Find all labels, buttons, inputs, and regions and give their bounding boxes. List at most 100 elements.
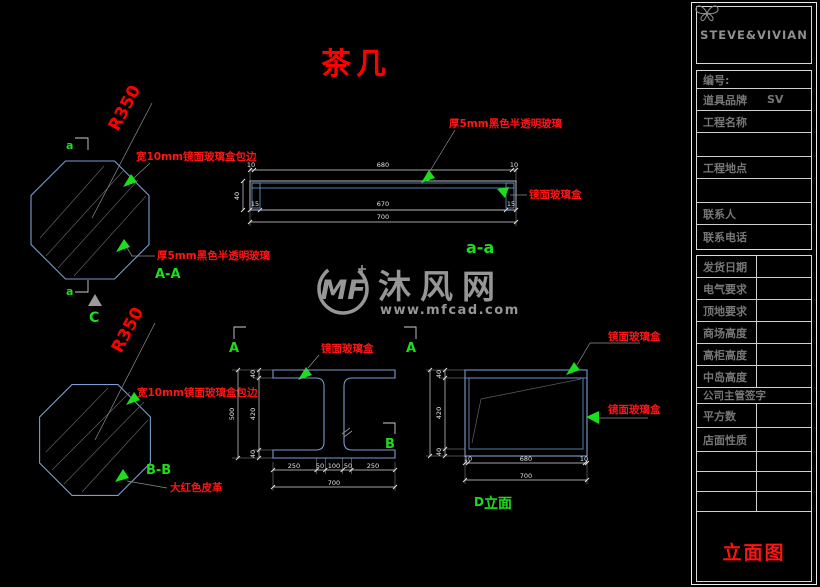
spec-label: 平方数 xyxy=(697,404,757,427)
leader-arrow-icon xyxy=(421,170,435,183)
dimension-label: 40 xyxy=(435,448,443,456)
dimension-label: 700 xyxy=(328,479,340,487)
spec-label xyxy=(697,452,757,471)
spec-table-box: 发货日期 电气要求 顶地要求 商场高度 高柜高度 中岛高度 公司主管签字 平方数… xyxy=(696,255,812,582)
section-name-label: A-A xyxy=(155,267,181,282)
leader-arrow-icon xyxy=(497,187,509,198)
field-label: 联系人 xyxy=(703,207,736,221)
mirror-box-annotation: 镜面玻璃盒 xyxy=(608,403,661,416)
watermark: MF 沐风网 www.mfcad.com xyxy=(317,263,520,318)
radius-label: R350 xyxy=(105,82,146,134)
elevation-inner-outline xyxy=(468,377,584,450)
leader-arrow-icon xyxy=(123,174,137,187)
spec-value xyxy=(757,472,811,491)
elevation-title: 立面 xyxy=(484,495,512,512)
field-row: 道具品牌 SV xyxy=(697,89,811,111)
view-marker-c: C xyxy=(89,310,99,326)
spec-value xyxy=(757,366,811,387)
spec-value xyxy=(757,428,811,451)
spec-value xyxy=(757,452,811,471)
spec-label: 中岛高度 xyxy=(697,366,757,387)
dimension-label: 50 xyxy=(344,462,352,470)
section-mark-b: B xyxy=(385,437,395,452)
drawing-type-area: 立面图 xyxy=(697,512,811,581)
spec-row xyxy=(697,492,811,512)
spec-label xyxy=(697,492,757,511)
butterfly-logo-icon xyxy=(695,5,719,22)
field-row: 编号: xyxy=(697,71,811,89)
section-mark-a-top: a xyxy=(66,139,73,152)
elevation-title-letter: D xyxy=(474,495,484,509)
octagon-bottom-hatch xyxy=(45,387,149,493)
drawing-title: 茶几 xyxy=(321,47,391,82)
radius-leader xyxy=(91,102,153,219)
title-block: STEVE&VIVIAN 编号: 道具品牌 SV 工程名称 工程地点 联系人 联… xyxy=(691,2,817,585)
glass-top-strip xyxy=(251,182,515,189)
section-title: a-a xyxy=(466,238,494,257)
dimension-label: 250 xyxy=(288,462,300,470)
brand-logo-box: STEVE&VIVIAN xyxy=(695,5,812,64)
spec-label: 商场高度 xyxy=(697,322,757,343)
field-row: 联系电话 xyxy=(697,225,811,249)
spec-row: 高柜高度 xyxy=(697,344,811,366)
spec-label: 电气要求 xyxy=(697,278,757,299)
view-elevation-d: 40 420 40 10 680 10 700 D 立面 镜面玻璃盒 镜面玻璃盒 xyxy=(426,330,661,512)
spec-label: 顶地要求 xyxy=(697,300,757,321)
field-row xyxy=(697,133,811,157)
octagon-top-outline xyxy=(30,160,150,280)
section-mark-a-left: A xyxy=(229,341,239,356)
spec-row: 发货日期 xyxy=(697,256,811,278)
leader-arrow-icon xyxy=(566,362,580,375)
spec-value xyxy=(757,300,811,321)
leader-arrow-icon xyxy=(115,469,129,482)
field-label: 工程地点 xyxy=(703,161,747,175)
glass-annotation: 厚5mm黑色半透明玻璃 xyxy=(157,249,271,262)
mirror-box-annotation: 镜面玻璃盒 xyxy=(608,330,661,343)
spec-row: 平方数 xyxy=(697,404,811,428)
section-mark-a-right: A xyxy=(406,341,416,356)
view-direction-arrow-icon xyxy=(88,294,102,306)
mirror-box-annotation: 镜面玻璃盒 xyxy=(321,342,374,355)
edge-annotation: 宽10mm镜面玻璃盒包边 xyxy=(136,386,258,399)
watermark-url: www.mfcad.com xyxy=(380,303,520,318)
dimension-label: 15 xyxy=(507,200,515,208)
signature-label: 公司主管签字 xyxy=(703,390,766,402)
octagon-top-hatch xyxy=(39,165,147,277)
section-aa: 10 680 10 15 670 15 700 40 厚5mm黑色半透明玻璃 镜… xyxy=(233,117,582,257)
mirror-box-annotation: 镜面玻璃盒 xyxy=(529,188,582,201)
dimension-label: 680 xyxy=(520,455,532,463)
field-value: SV xyxy=(767,93,784,106)
dimension-label: 500 xyxy=(228,408,236,420)
elevation-outline xyxy=(464,369,588,457)
watermark-star-icon xyxy=(358,265,366,273)
view-plan-top: R350 a a 宽10mm镜面玻璃盒包边 厚5mm黑色半透明玻璃 A-A C xyxy=(30,82,271,326)
section-mark-bracket xyxy=(75,280,89,293)
dimension-label: 420 xyxy=(435,407,443,419)
spec-label: 店面性质 xyxy=(697,428,757,451)
leather-annotation: 大红色皮革 xyxy=(170,481,223,494)
tabletop-section-outline xyxy=(249,180,517,211)
spec-label xyxy=(697,472,757,491)
spec-value xyxy=(757,256,811,277)
tiny-glyph xyxy=(341,427,353,438)
glass-annotation: 厚5mm黑色半透明玻璃 xyxy=(449,117,563,130)
leader-arrow-icon xyxy=(298,367,312,380)
spec-row: 顶地要求 xyxy=(697,300,811,322)
dimension-label: 100 xyxy=(328,462,340,470)
watermark-logo: MF xyxy=(320,275,366,306)
leader-arrow-icon xyxy=(126,392,140,405)
field-label: 道具品牌 xyxy=(703,93,747,107)
section-mark-bracket xyxy=(404,326,417,339)
section-mark-a-bottom: a xyxy=(66,285,73,298)
dimension-label: 15 xyxy=(251,200,259,208)
dimension-label: 50 xyxy=(316,462,324,470)
leader-arrow-icon xyxy=(586,411,599,424)
project-info-box: 编号: 道具品牌 SV 工程名称 工程地点 联系人 联系电话 xyxy=(696,70,812,250)
drawing-type-label: 立面图 xyxy=(722,542,786,564)
spec-value xyxy=(757,278,811,299)
section-mark-bracket xyxy=(233,326,246,339)
spec-value xyxy=(757,322,811,343)
watermark-logo-ring xyxy=(317,263,369,315)
